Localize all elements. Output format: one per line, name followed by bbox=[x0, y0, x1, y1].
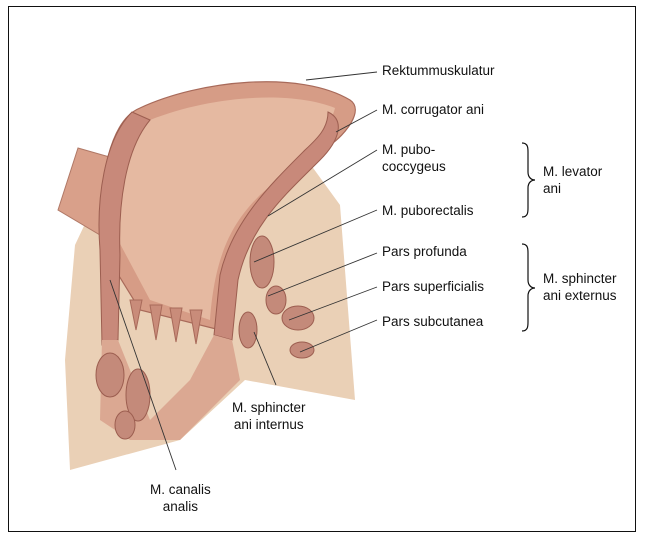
label-pars-subcutanea: Pars subcutanea bbox=[382, 313, 483, 330]
label-sphincter-ani-externus: M. sphincter ani externus bbox=[543, 270, 617, 304]
label-pars-superficialis: Pars superficialis bbox=[382, 278, 484, 295]
label-pars-profunda: Pars profunda bbox=[382, 243, 467, 260]
label-pubococcygeus: M. pubo- coccygeus bbox=[382, 141, 446, 175]
label-levator-ani: M. levator ani bbox=[543, 163, 602, 197]
label-corrugator-ani: M. corrugator ani bbox=[382, 101, 484, 118]
label-canalis-analis: M. canalis analis bbox=[150, 481, 211, 515]
label-rektummuskulatur: Rektummuskulatur bbox=[382, 62, 495, 79]
label-sphincter-ani-internus: M. sphincter ani internus bbox=[232, 399, 306, 433]
braces bbox=[522, 143, 535, 331]
label-puborectalis: M. puborectalis bbox=[382, 202, 474, 219]
